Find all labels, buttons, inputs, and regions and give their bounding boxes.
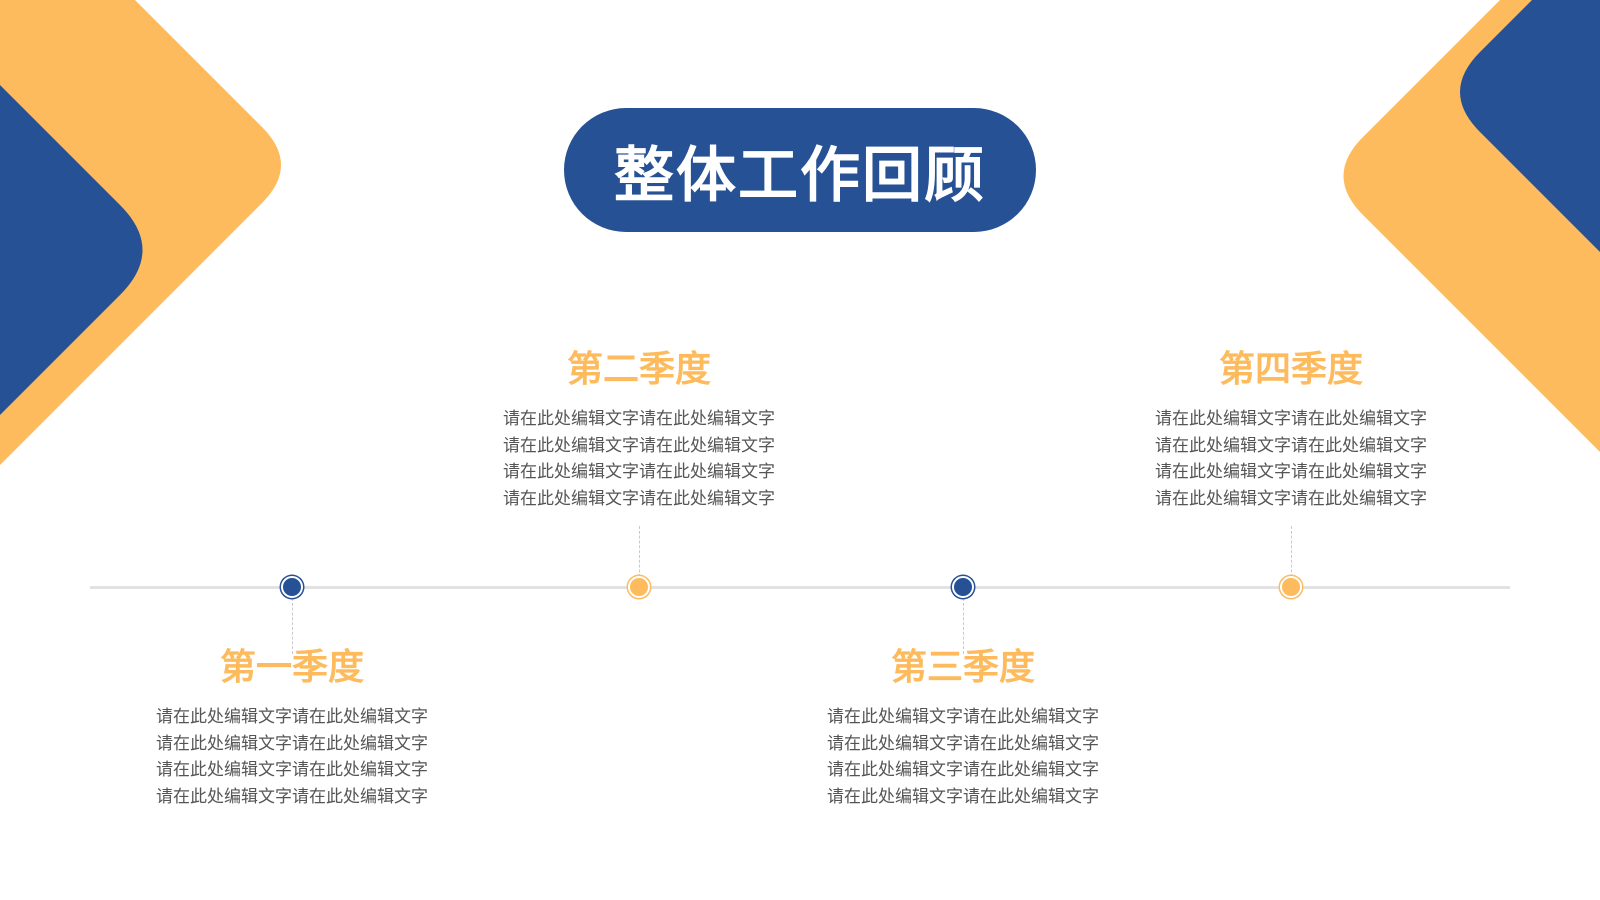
timeline-node-q1	[281, 576, 303, 598]
title-banner: 整体工作回顾	[564, 108, 1036, 232]
connector-q4	[1291, 526, 1292, 582]
text-line: 请在此处编辑文字请在此处编辑文字	[1155, 409, 1427, 429]
text-line: 请在此处编辑文字请在此处编辑文字	[156, 760, 428, 780]
page-title: 整体工作回顾	[614, 140, 986, 211]
quarter-block-q1: 第一季度 请在此处编辑文字请在此处编辑文字 请在此处编辑文字请在此处编辑文字 请…	[142, 646, 442, 810]
quarter-title: 第二季度	[566, 349, 711, 390]
connector-q3	[963, 598, 964, 654]
text-line: 请在此处编辑文字请在此处编辑文字	[827, 733, 1099, 754]
text-line: 请在此处编辑文字请在此处编辑文字	[503, 488, 775, 509]
quarter-block-q2: 第二季度 请在此处编辑文字请在此处编辑文字 请在此处编辑文字请在此处编辑文字 请…	[489, 348, 789, 512]
quarter-description: 请在此处编辑文字请在此处编辑文字 请在此处编辑文字请在此处编辑文字 请在此处编辑…	[813, 704, 1113, 810]
text-line: 请在此处编辑文字请在此处编辑文字	[503, 462, 775, 482]
text-line: 请在此处编辑文字请在此处编辑文字	[156, 707, 428, 727]
text-line: 请在此处编辑文字请在此处编辑文字	[827, 707, 1099, 727]
left-corner-decoration	[0, 0, 281, 465]
text-line: 请在此处编辑文字请在此处编辑文字	[1155, 462, 1427, 482]
text-line: 请在此处编辑文字请在此处编辑文字	[156, 786, 428, 807]
text-line: 请在此处编辑文字请在此处编辑文字	[503, 409, 775, 429]
quarter-title: 第一季度	[219, 647, 364, 688]
quarter-block-q4: 第四季度 请在此处编辑文字请在此处编辑文字 请在此处编辑文字请在此处编辑文字 请…	[1141, 348, 1441, 512]
right-corner-decoration	[1343, 0, 1600, 452]
connector-q1	[292, 598, 293, 654]
connector-q2	[639, 526, 640, 582]
text-line: 请在此处编辑文字请在此处编辑文字	[503, 435, 775, 456]
text-line: 请在此处编辑文字请在此处编辑文字	[1155, 488, 1427, 509]
timeline-node-q3	[952, 576, 974, 598]
timeline-node-q4	[1280, 576, 1302, 598]
text-line: 请在此处编辑文字请在此处编辑文字	[1155, 435, 1427, 456]
quarter-description: 请在此处编辑文字请在此处编辑文字 请在此处编辑文字请在此处编辑文字 请在此处编辑…	[1141, 406, 1441, 512]
text-line: 请在此处编辑文字请在此处编辑文字	[827, 760, 1099, 780]
quarter-description: 请在此处编辑文字请在此处编辑文字 请在此处编辑文字请在此处编辑文字 请在此处编辑…	[142, 704, 442, 810]
timeline-line	[90, 586, 1510, 589]
text-line: 请在此处编辑文字请在此处编辑文字	[156, 733, 428, 754]
quarter-title: 第四季度	[1218, 349, 1363, 390]
quarter-description: 请在此处编辑文字请在此处编辑文字 请在此处编辑文字请在此处编辑文字 请在此处编辑…	[489, 406, 789, 512]
text-line: 请在此处编辑文字请在此处编辑文字	[827, 786, 1099, 807]
timeline-node-q2	[628, 576, 650, 598]
quarter-block-q3: 第三季度 请在此处编辑文字请在此处编辑文字 请在此处编辑文字请在此处编辑文字 请…	[813, 646, 1113, 810]
quarter-title: 第三季度	[890, 647, 1035, 688]
